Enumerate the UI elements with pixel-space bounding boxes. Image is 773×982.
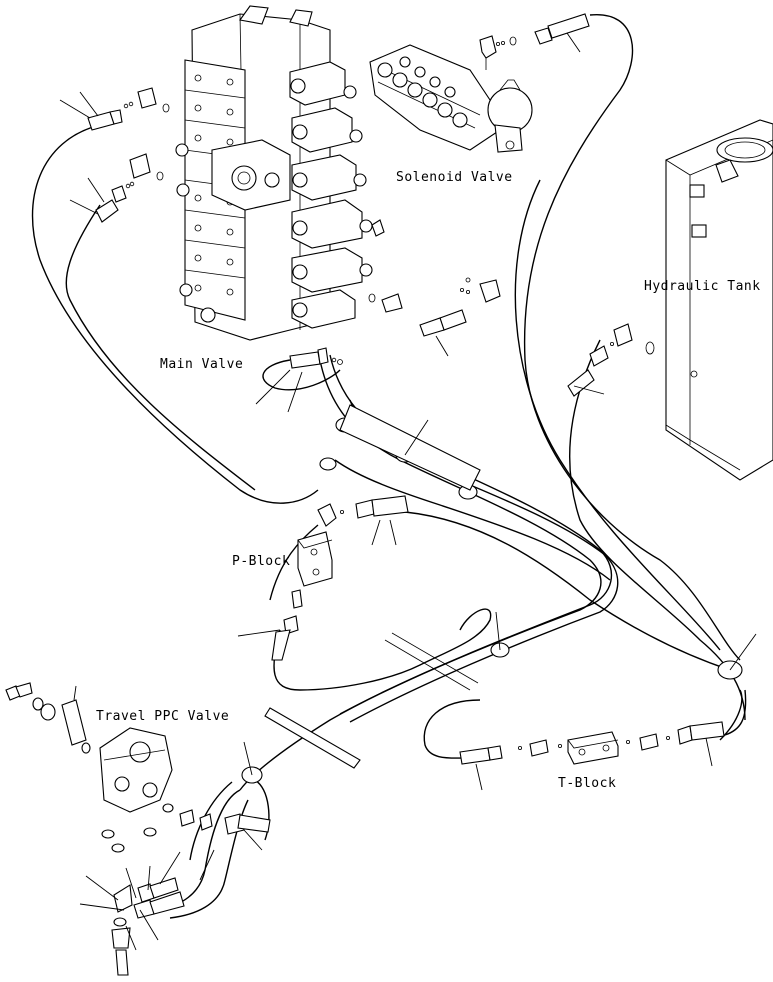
- main-valve: [175, 5, 373, 341]
- label-solenoid-valve: Solenoid Valve: [396, 170, 513, 185]
- hose-clamps: [241, 404, 743, 784]
- t-block: [459, 323, 725, 765]
- hydraulic-tank: [665, 119, 773, 481]
- label-travel-ppc-valve: Travel PPC Valve: [96, 709, 229, 724]
- travel-ppc-valve: [5, 682, 271, 976]
- main-valve-fittings: [87, 87, 501, 369]
- solenoid-valve: [369, 13, 590, 153]
- label-p-block: P-Block: [232, 554, 290, 569]
- leader-lines: [59, 91, 757, 951]
- label-hydraulic-tank: Hydraulic Tank: [644, 279, 761, 294]
- p-block: [271, 495, 409, 661]
- label-t-block: T-Block: [558, 776, 616, 791]
- label-main-valve: Main Valve: [160, 357, 243, 372]
